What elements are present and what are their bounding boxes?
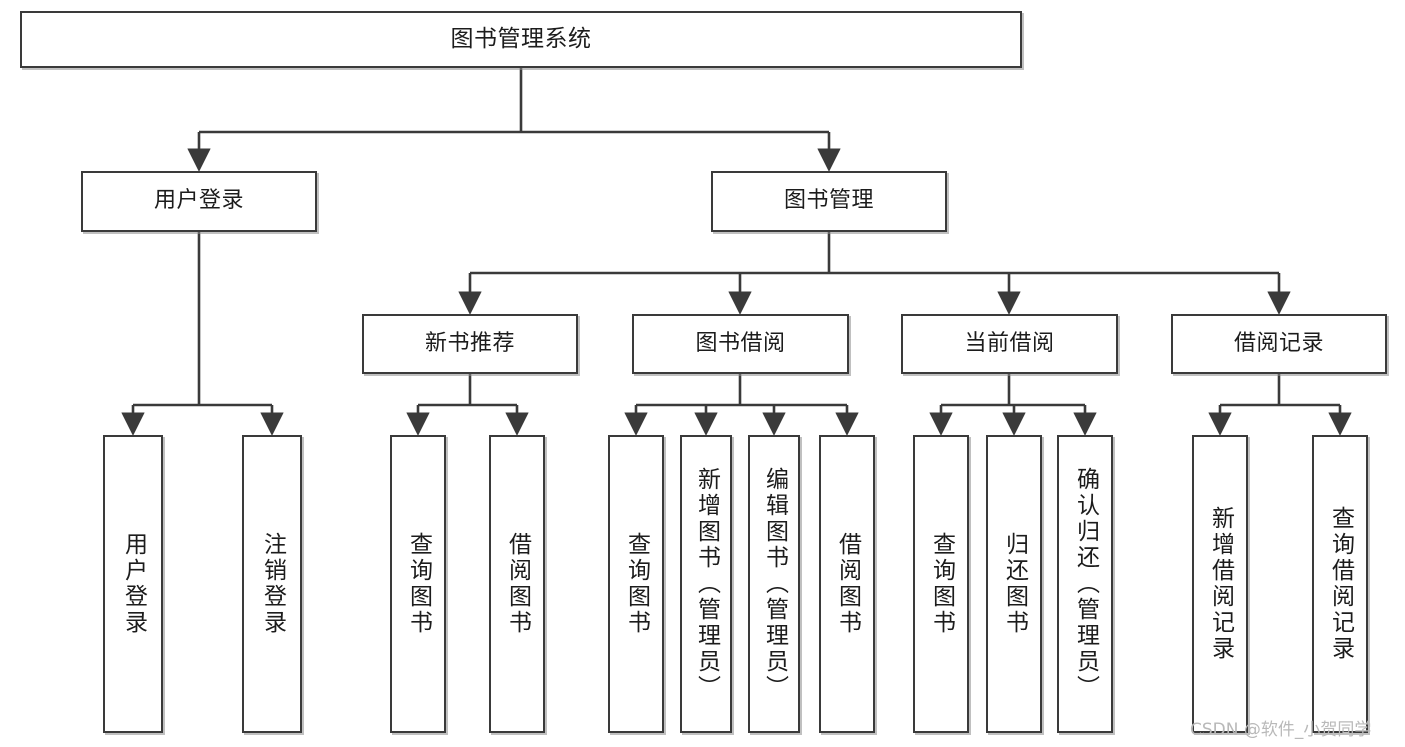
- node-current-borrow-label: 当前借阅: [964, 330, 1055, 356]
- leaf-search-borrow-record-label: 查询借阅记录: [1327, 506, 1354, 662]
- node-root-label: 图书管理系统: [450, 25, 592, 52]
- leaf-search-book-recommend-label: 查询图书: [405, 532, 432, 636]
- node-book-management[interactable]: 图书管理: [711, 171, 947, 232]
- node-borrow-record[interactable]: 借阅记录: [1171, 314, 1387, 374]
- leaf-search-borrow-record[interactable]: 查询借阅记录: [1312, 435, 1368, 733]
- leaf-add-borrow-record[interactable]: 新增借阅记录: [1192, 435, 1248, 733]
- node-current-borrow[interactable]: 当前借阅: [901, 314, 1118, 374]
- node-new-book-recommend[interactable]: 新书推荐: [362, 314, 578, 374]
- leaf-search-book-current-label: 查询图书: [928, 532, 955, 636]
- leaf-search-book-recommend[interactable]: 查询图书: [390, 435, 446, 733]
- leaf-confirm-return-admin[interactable]: 确认归还（管理员）: [1057, 435, 1113, 733]
- leaf-confirm-return-admin-label: 确认归还（管理员）: [1072, 467, 1099, 701]
- leaf-add-book-admin-label: 新增图书（管理员）: [693, 467, 720, 701]
- leaf-user-login-label: 用户登录: [120, 532, 147, 636]
- leaf-edit-book-admin[interactable]: 编辑图书（管理员）: [748, 435, 800, 733]
- node-borrow-record-label: 借阅记录: [1233, 330, 1324, 356]
- leaf-search-book-borrow-label: 查询图书: [623, 532, 650, 636]
- leaf-return-book-label: 归还图书: [1001, 532, 1028, 636]
- leaf-logout-label: 注销登录: [259, 532, 286, 636]
- node-book-management-label: 图书管理: [783, 188, 874, 214]
- leaf-logout[interactable]: 注销登录: [242, 435, 302, 733]
- csdn-watermark: CSDN @软件_小贺同学: [1190, 720, 1372, 740]
- leaf-borrow-book-recommend-label: 借阅图书: [504, 532, 531, 636]
- leaf-borrow-book-label: 借阅图书: [834, 532, 861, 636]
- leaf-search-book-borrow[interactable]: 查询图书: [608, 435, 664, 733]
- node-user-login-label: 用户登录: [153, 188, 244, 214]
- leaf-return-book[interactable]: 归还图书: [986, 435, 1042, 733]
- leaf-add-book-admin[interactable]: 新增图书（管理员）: [680, 435, 732, 733]
- node-book-borrow[interactable]: 图书借阅: [632, 314, 849, 374]
- leaf-borrow-book-recommend[interactable]: 借阅图书: [489, 435, 545, 733]
- node-root[interactable]: 图书管理系统: [20, 11, 1022, 68]
- node-new-book-recommend-label: 新书推荐: [424, 330, 515, 356]
- leaf-borrow-book[interactable]: 借阅图书: [819, 435, 875, 733]
- leaf-add-borrow-record-label: 新增借阅记录: [1207, 506, 1234, 662]
- node-book-borrow-label: 图书借阅: [695, 330, 786, 356]
- leaf-search-book-current[interactable]: 查询图书: [913, 435, 969, 733]
- leaf-user-login[interactable]: 用户登录: [103, 435, 163, 733]
- leaf-edit-book-admin-label: 编辑图书（管理员）: [761, 467, 788, 701]
- node-user-login[interactable]: 用户登录: [81, 171, 317, 232]
